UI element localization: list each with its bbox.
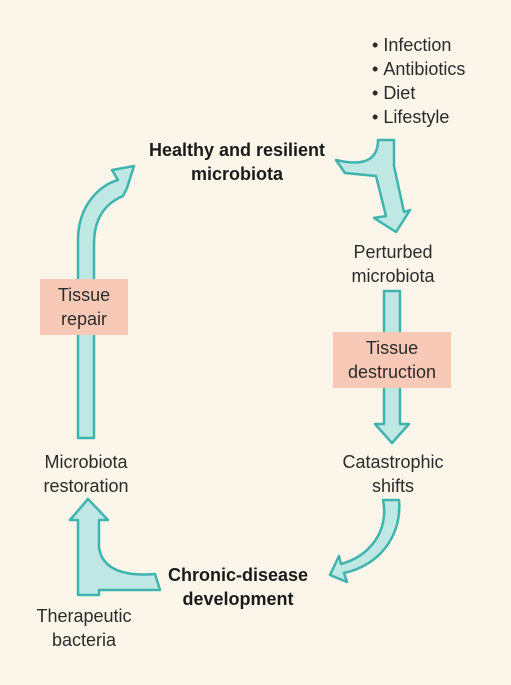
node-line: shifts (371, 476, 414, 496)
node-line: Microbiota (44, 452, 128, 472)
node-line: Therapeutic (36, 606, 132, 626)
node-line: Catastrophic (342, 452, 444, 472)
node-line: Healthy and resilient (148, 140, 326, 160)
node-perturbed-microbiota: Perturbed microbiota (323, 240, 463, 288)
node-therapeutic-bacteria: Therapeutic bacteria (18, 604, 150, 652)
box-line: Tissue (365, 338, 419, 358)
box-line: repair (60, 309, 108, 329)
factor-item: Diet (372, 81, 465, 105)
node-line: restoration (43, 476, 129, 496)
arrow-restoration-to-healthy (76, 164, 136, 440)
box-line: destruction (347, 362, 437, 382)
factor-item: Lifestyle (372, 105, 465, 129)
perturbing-factors-list: Infection Antibiotics Diet Lifestyle (372, 33, 465, 129)
node-line: Perturbed (353, 242, 433, 262)
node-chronic-disease-development: Chronic-disease development (155, 563, 321, 611)
node-healthy-microbiota: Healthy and resilient microbiota (130, 138, 344, 186)
box-tissue-destruction: Tissue destruction (333, 332, 451, 388)
arrow-factors-to-perturbed (334, 138, 412, 234)
node-line: bacteria (51, 630, 117, 650)
node-microbiota-restoration: Microbiota restoration (18, 450, 154, 498)
node-line: microbiota (190, 164, 283, 184)
factor-item: Infection (372, 33, 465, 57)
box-line: Tissue (57, 285, 111, 305)
node-line: development (182, 589, 294, 609)
node-line: Chronic-disease (167, 565, 309, 585)
arrow-chronic-to-restoration (68, 497, 162, 597)
node-line: microbiota (351, 266, 435, 286)
factor-item: Antibiotics (372, 57, 465, 81)
node-catastrophic-shifts: Catastrophic shifts (322, 450, 464, 498)
box-tissue-repair: Tissue repair (40, 279, 128, 335)
arrow-catastrophic-to-chronic (328, 498, 401, 584)
